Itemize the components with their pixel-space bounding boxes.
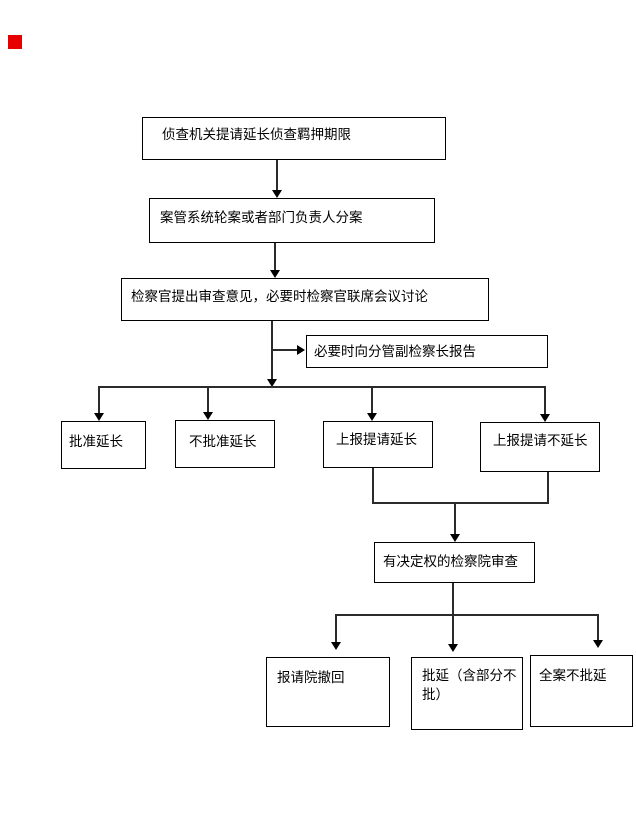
- connector-branch-to-submit-ext: [371, 387, 373, 414]
- node-approve-extension: 批准延长: [61, 421, 146, 469]
- connector-branch-to-no-delay: [597, 615, 599, 641]
- red-square-marker: [8, 35, 22, 49]
- connector-branch-to-submit-noext: [544, 387, 546, 415]
- node-report-deputy-chief: 必要时向分管副检察长报告: [306, 335, 548, 368]
- merge-line: [372, 502, 549, 504]
- arrowhead-down-1: [272, 190, 282, 198]
- branch-line-top: [98, 386, 546, 388]
- node-disapprove-extension: 不批准延长: [175, 420, 275, 468]
- connector-stem-to-deputy-report: [272, 349, 298, 351]
- node-case-assignment: 案管系统轮案或者部门负责人分案: [149, 198, 435, 243]
- arrowhead-down-3: [267, 379, 277, 387]
- arrowhead-down-10: [331, 642, 341, 650]
- connector-branch-to-approve: [98, 387, 100, 414]
- arrowhead-right-1: [297, 345, 305, 355]
- connector-branch-to-disapprove: [207, 387, 209, 413]
- arrowhead-down-6: [367, 413, 377, 421]
- connector-assignment-to-review: [274, 243, 276, 271]
- connector-start-to-assignment: [276, 160, 278, 193]
- node-request-withdrawal: 报请院撤回: [266, 657, 390, 727]
- node-approve-delay-partial: 批延（含部分不 批）: [411, 657, 523, 730]
- node-submit-request-extension: 上报提请延长: [323, 421, 433, 468]
- connector-submit-noext-down: [547, 472, 549, 504]
- arrowhead-down-7: [540, 414, 550, 422]
- connector-merge-to-authorized: [454, 503, 456, 535]
- arrowhead-down-8: [450, 534, 460, 542]
- node-whole-case-no-delay: 全案不批延: [530, 655, 633, 727]
- arrowhead-down-2: [270, 270, 280, 278]
- connector-submit-ext-down: [372, 468, 374, 504]
- node-prosecutor-review: 检察官提出审查意见，必要时检察官联席会议讨论: [121, 278, 489, 321]
- arrowhead-down-5: [203, 412, 213, 420]
- arrowhead-down-9: [448, 644, 458, 652]
- node-start: 侦查机关提请延长侦查羁押期限: [142, 117, 446, 160]
- node-submit-request-no-extension: 上报提请不延长: [480, 422, 600, 472]
- branch-line-bottom: [335, 614, 599, 616]
- arrowhead-down-4: [94, 413, 104, 421]
- node-authorized-procuratorate-review: 有决定权的检察院审查: [374, 542, 535, 583]
- arrowhead-down-11: [593, 640, 603, 648]
- connector-branch-to-withdrawal: [335, 615, 337, 643]
